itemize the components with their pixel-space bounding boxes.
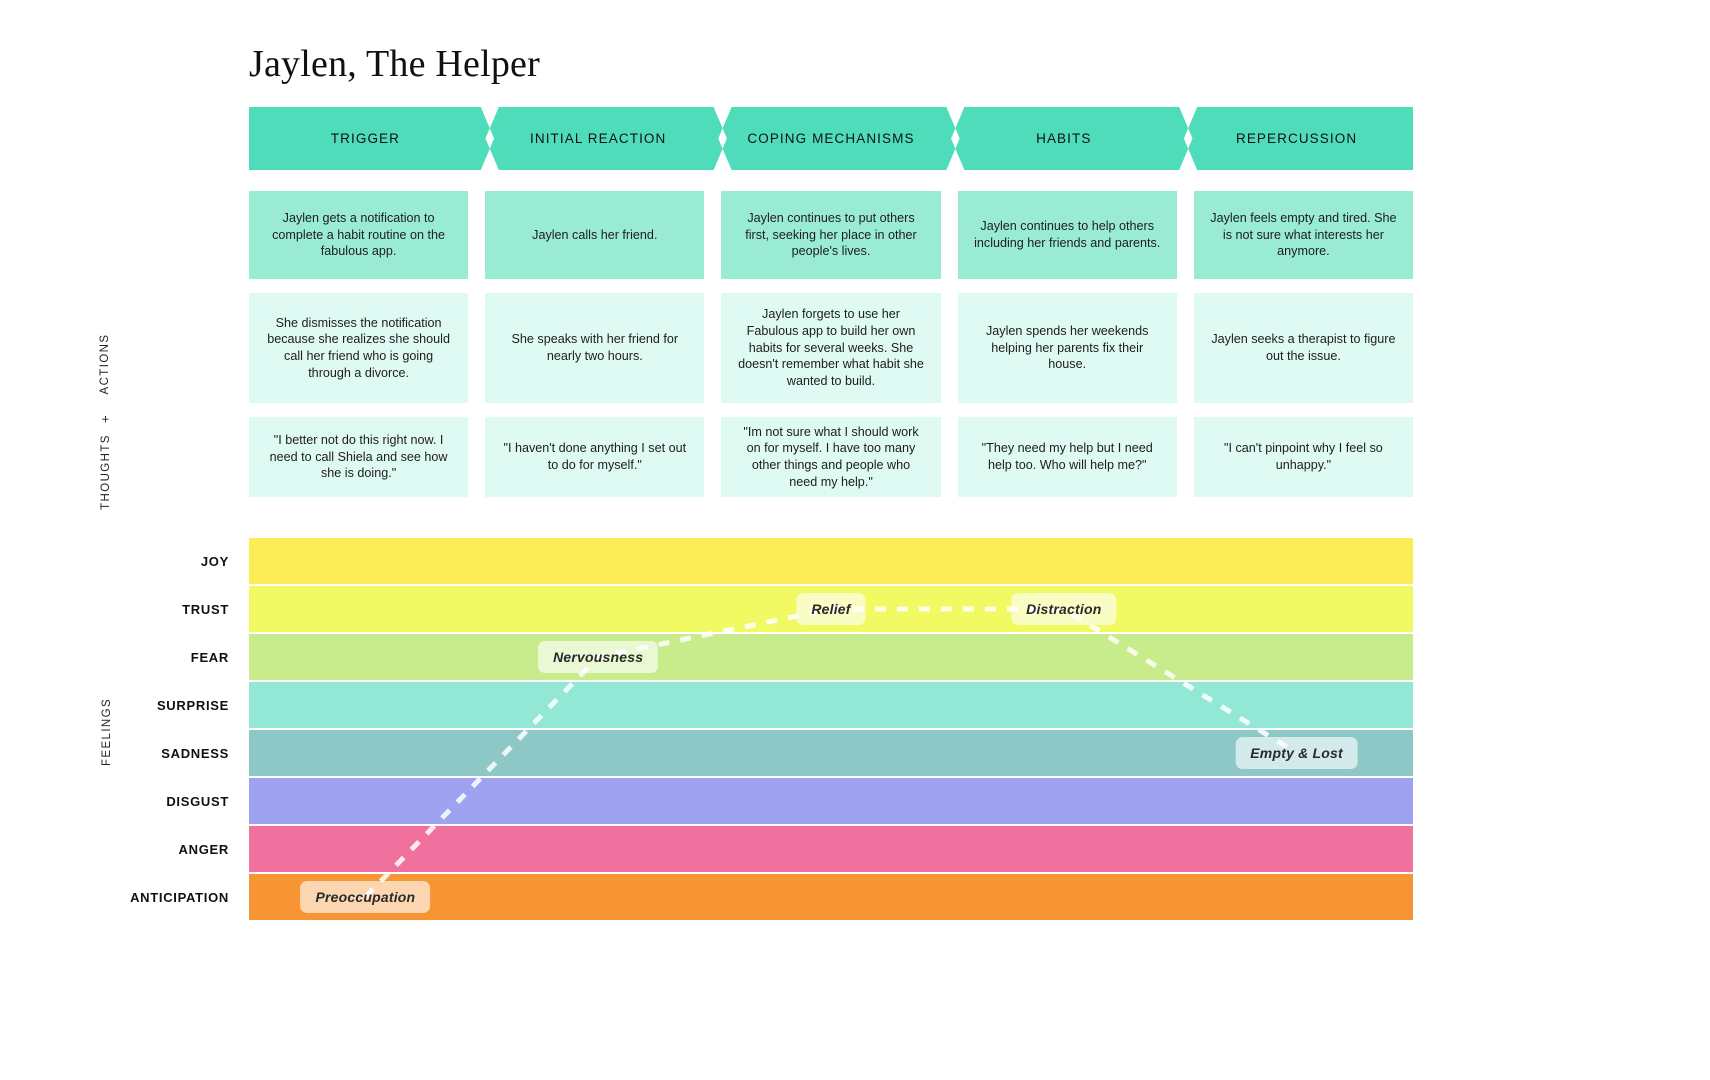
axis-label-feelings: FEELINGS <box>101 697 113 767</box>
stage-header: TRIGGER INITIAL REACTION COPING MECHANIS… <box>249 107 1413 170</box>
journey-card: She speaks with her friend for nearly tw… <box>485 293 705 403</box>
journey-card-grid: Jaylen gets a notification to complete a… <box>249 191 1414 511</box>
emotion-band-label: JOY <box>200 553 229 569</box>
journey-card: "They need my help but I need help too. … <box>957 417 1177 497</box>
stage-chevron-trigger[interactable]: TRIGGER <box>249 107 512 170</box>
emotion-band-disgust: DISGUST <box>166 778 1413 824</box>
journey-card: "I better not do this right now. I need … <box>249 417 469 497</box>
journey-card: Jaylen spends her weekends helping her p… <box>957 293 1177 403</box>
emotion-band-label: TRUST <box>182 601 229 617</box>
journey-card: She dismisses the notification because s… <box>249 293 469 403</box>
journey-card: Jaylen continues to put others first, se… <box>721 191 941 279</box>
stage-label: INITIAL REACTION <box>530 131 667 146</box>
stage-label: REPERCUSSION <box>1235 131 1358 146</box>
card-row-thoughts: "I better not do this right now. I need … <box>249 417 1414 497</box>
axis-label-actions: ACTIONS <box>99 333 111 395</box>
page-title: Jaylen, The Helper <box>249 43 540 85</box>
stage-label: TRIGGER <box>330 131 400 146</box>
emotion-band-label: SURPRISE <box>156 697 229 713</box>
journey-card: Jaylen calls her friend. <box>485 191 705 279</box>
stage-chevron-coping-mechanisms[interactable]: COPING MECHANISMS <box>714 107 978 170</box>
stage-chevron-habits[interactable]: HABITS <box>947 107 1211 170</box>
card-row-actions-primary: Jaylen gets a notification to complete a… <box>249 191 1414 279</box>
emotion-band-label: FEAR <box>190 649 229 665</box>
emotion-tag-preoccupation[interactable]: Preoccupation <box>300 881 431 913</box>
emotion-band-anger: ANGER <box>179 826 1413 872</box>
journey-card: "I can't pinpoint why I feel so unhappy.… <box>1193 417 1414 497</box>
journey-card: Jaylen continues to help others includin… <box>957 191 1177 279</box>
emotion-tag-empty-lost[interactable]: Empty & Lost <box>1235 737 1358 769</box>
journey-card: "Im not sure what I should work on for m… <box>721 417 941 497</box>
stage-chevron-repercussion[interactable]: REPERCUSSION <box>1180 107 1413 170</box>
emotion-tag-distraction[interactable]: Distraction <box>1011 593 1117 625</box>
journey-card: "I haven't done anything I set out to do… <box>485 417 705 497</box>
stage-label: HABITS <box>1036 131 1092 146</box>
feelings-band-chart: JOY TRUST FEAR SURPRISE SADNESS DISGUST … <box>130 538 1413 920</box>
journey-card: Jaylen gets a notification to complete a… <box>249 191 469 279</box>
emotion-tag-nervousness[interactable]: Nervousness <box>538 641 659 673</box>
card-row-actions-secondary: She dismisses the notification because s… <box>249 293 1414 403</box>
emotion-band-label: DISGUST <box>166 793 229 809</box>
emotion-band-label: SADNESS <box>161 745 229 761</box>
emotion-band-fear: FEAR <box>191 634 1413 680</box>
emotion-band-surprise: SURPRISE <box>157 682 1413 728</box>
journey-card: Jaylen seeks a therapist to figure out t… <box>1193 293 1414 403</box>
journey-card: Jaylen forgets to use her Fabulous app t… <box>721 293 941 403</box>
journey-card: Jaylen feels empty and tired. She is not… <box>1193 191 1414 279</box>
emotion-tag-relief[interactable]: Relief <box>796 593 866 625</box>
emotion-band-label: ANTICIPATION <box>130 889 229 905</box>
stage-label: COPING MECHANISMS <box>747 131 915 146</box>
axis-label-thoughts: THOUGHTS <box>100 434 112 510</box>
emotion-band-joy: JOY <box>201 538 1413 584</box>
emotion-band-label: ANGER <box>178 841 229 857</box>
stage-chevron-initial-reaction[interactable]: INITIAL REACTION <box>481 107 745 170</box>
